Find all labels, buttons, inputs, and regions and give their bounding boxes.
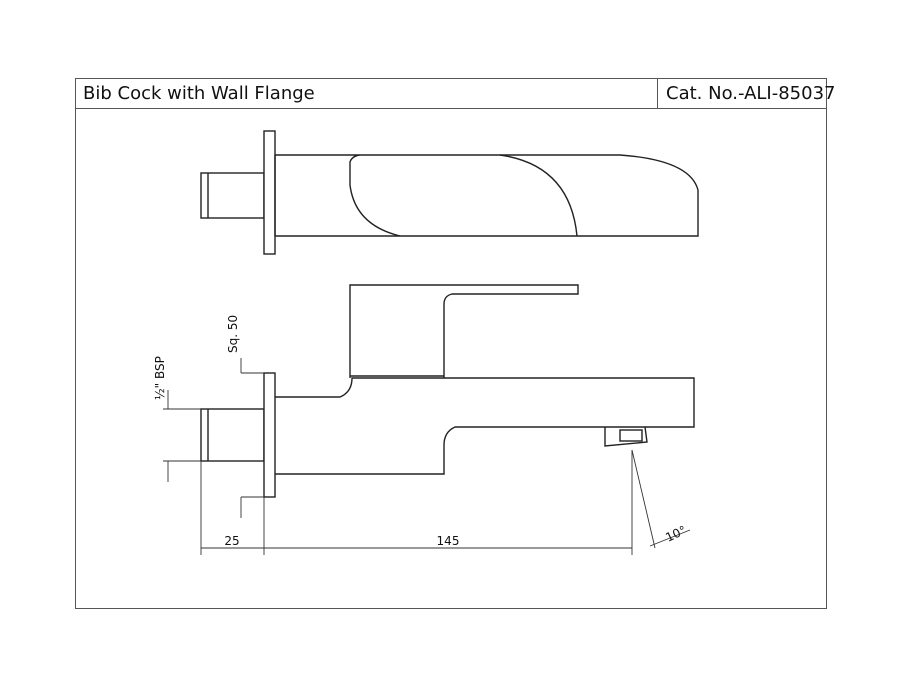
top-view-wall-flange [263, 130, 276, 255]
side-view [200, 284, 695, 498]
flange-size-label: Sq. 50 [226, 315, 240, 353]
thread-size-label: ½" BSP [153, 356, 167, 400]
title-divider [657, 79, 658, 108]
dimension-lines [163, 358, 691, 555]
top-view [200, 130, 699, 255]
spout-angle-label: 10° [663, 523, 688, 545]
side-view-wall-flange [263, 372, 276, 498]
inlet-length-label: 25 [224, 534, 239, 548]
top-view-inlet-thread [200, 172, 265, 219]
drawing-sheet: Bib Cock with Wall Flange Cat. No.-ALI-8… [75, 78, 836, 609]
aerator [604, 426, 648, 447]
catalog-number: Cat. No.-ALI-85037 [666, 83, 836, 104]
product-title: Bib Cock with Wall Flange [83, 83, 315, 104]
top-view-lever-curve [499, 154, 578, 237]
title-block: Bib Cock with Wall Flange Cat. No.-ALI-8… [76, 79, 836, 109]
top-view-spout-body [275, 154, 699, 237]
side-view-lever-handle [349, 284, 579, 378]
side-view-inlet-thread [200, 408, 265, 462]
dimension-labels: ½" BSP Sq. 50 25 145 10° [153, 315, 689, 548]
side-view-body [275, 377, 695, 475]
projection-length-label: 145 [437, 534, 460, 548]
